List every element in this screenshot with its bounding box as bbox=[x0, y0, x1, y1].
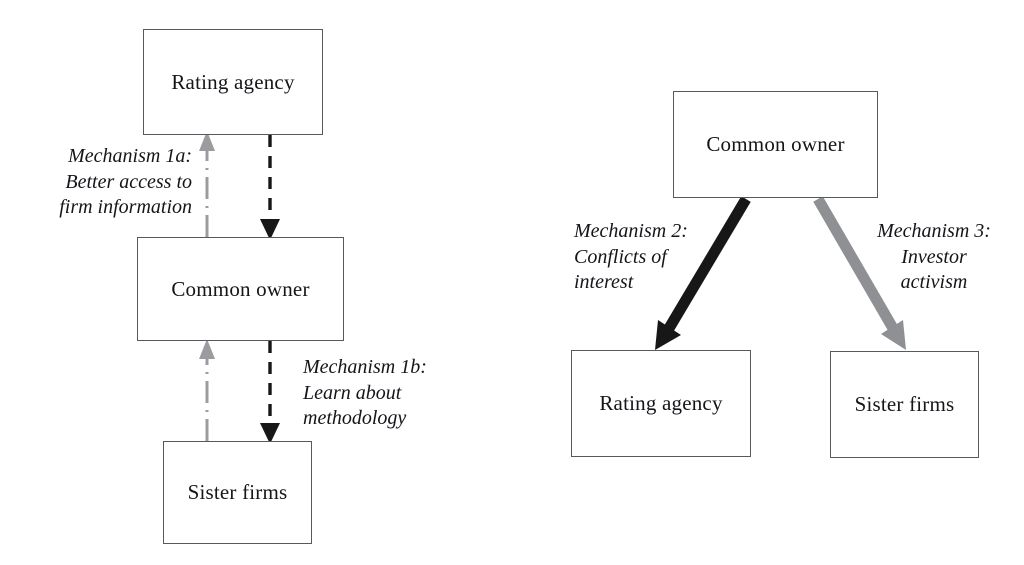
node-label: Rating agency bbox=[171, 69, 295, 94]
node-label: Sister firms bbox=[187, 480, 288, 504]
node-label: Common owner bbox=[706, 132, 845, 156]
label-mechanism-1a: Mechanism 1a: Better access to firm info… bbox=[59, 145, 192, 219]
edge-1b-down bbox=[260, 341, 280, 444]
edge-mechanism-2 bbox=[655, 196, 751, 350]
node-right-rating-agency[interactable]: Rating agency bbox=[571, 350, 751, 457]
node-label: Common owner bbox=[171, 276, 310, 301]
label-mechanism-1b: Mechanism 1b: Learn about methodology bbox=[303, 356, 427, 430]
edge-1b-up bbox=[199, 339, 215, 441]
edge-1a-down bbox=[260, 135, 280, 240]
edge-1a-up bbox=[199, 131, 215, 237]
node-left-sister-firms[interactable]: Sister firms bbox=[163, 441, 312, 544]
node-left-common-owner[interactable]: Common owner bbox=[137, 237, 344, 341]
edge-mechanism-3 bbox=[813, 196, 906, 350]
node-right-sister-firms[interactable]: Sister firms bbox=[830, 351, 979, 458]
node-left-rating-agency[interactable]: Rating agency bbox=[143, 29, 323, 135]
node-right-common-owner[interactable]: Common owner bbox=[673, 91, 878, 198]
node-label: Sister firms bbox=[854, 392, 955, 416]
node-label: Rating agency bbox=[599, 391, 723, 415]
label-mechanism-3: Mechanism 3: Investor activism bbox=[877, 220, 991, 294]
label-mechanism-2: Mechanism 2: Conflicts of interest bbox=[574, 220, 688, 294]
